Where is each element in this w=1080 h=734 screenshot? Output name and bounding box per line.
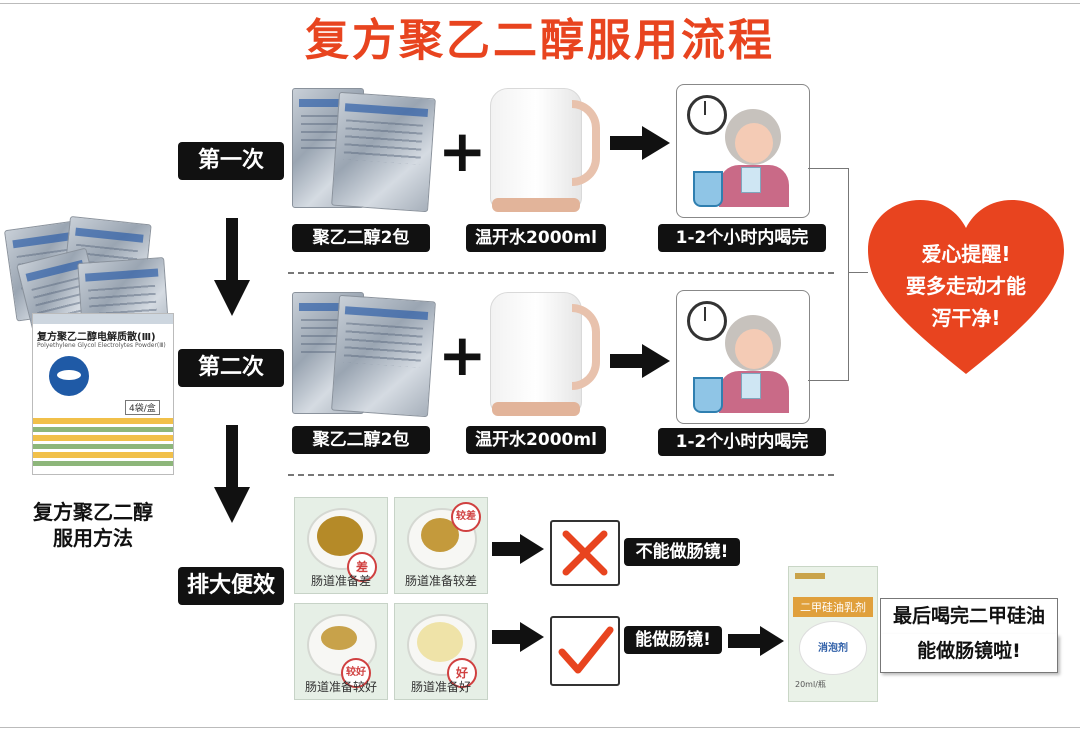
clock-icon	[687, 95, 727, 135]
result-label: 排大便效果	[178, 567, 284, 636]
rating-tag: 较好	[341, 658, 371, 688]
medicine-box: 复方聚乙二醇电解质散(Ⅲ) Polyethylene Glycol Electr…	[32, 313, 174, 475]
stool-bowl-image: 差 肠道准备差	[294, 497, 388, 594]
cross-mark-box	[550, 520, 620, 586]
verdict-can: 能做肠镜!	[624, 626, 722, 654]
final-note-line1: 最后喝完二甲硅油	[880, 598, 1058, 635]
right-arrow-icon	[728, 626, 784, 656]
water-pitcher-icon	[693, 171, 723, 207]
stool-bowl-image: 较好 肠道准备较好	[294, 603, 388, 700]
right-arrow-icon	[610, 344, 670, 378]
heart-icon	[868, 200, 1064, 374]
water-glass-icon	[741, 373, 761, 399]
bowl-caption: 肠道准备较差	[404, 574, 477, 588]
left-caption-line2: 服用方法	[53, 526, 133, 550]
bowl-caption: 肠道准备较好	[304, 680, 377, 694]
step-2-label: 第二次	[178, 349, 284, 387]
connector-line	[808, 168, 848, 169]
right-arrow-icon	[610, 126, 670, 160]
step-1-time-caption: 1-2个小时内喝完	[658, 224, 826, 252]
kettle-handle	[572, 304, 600, 390]
right-arrow-icon	[492, 534, 544, 564]
kettle-base	[492, 198, 580, 212]
verdict-cannot: 不能做肠镜!	[624, 538, 740, 566]
page-title: 复方聚乙二醇服用流程	[305, 15, 775, 66]
step-1-label: 第一次	[178, 142, 284, 180]
separator-line	[288, 474, 834, 476]
connector-line	[848, 272, 868, 273]
bowl-caption: 肠道准备好	[410, 680, 471, 694]
check-mark-box	[550, 616, 620, 686]
box-label: 复方聚乙二醇电解质散(Ⅲ)	[37, 332, 156, 343]
water-glass-icon	[741, 167, 761, 193]
step-2-time-caption: 1-2个小时内喝完	[658, 428, 826, 456]
down-arrow-icon	[214, 218, 250, 316]
plus-icon: +	[438, 321, 487, 389]
connector-line	[848, 168, 849, 381]
bowl-caption: 肠道准备差	[310, 574, 371, 588]
product-volume: 20ml/瓶	[795, 680, 826, 689]
box-sub-label: Polyethylene Glycol Electrolytes Powder(…	[37, 342, 166, 349]
simethicone-product-image: 二甲硅油乳剂 消泡剂 20ml/瓶	[788, 566, 878, 702]
down-arrow-icon	[214, 425, 250, 523]
box-stripes	[33, 418, 173, 466]
check-icon	[558, 626, 614, 674]
rating-tag: 好	[447, 658, 477, 688]
left-caption-line1: 复方聚乙二醇	[33, 500, 153, 524]
bottom-border	[0, 727, 1080, 728]
step-2-packet-caption: 聚乙二醇2包	[292, 426, 430, 454]
separator-line	[288, 272, 834, 274]
connector-line	[808, 380, 848, 381]
heart-text-line1: 爱心提醒!	[921, 242, 1011, 266]
rating-tag: 较差	[451, 502, 481, 532]
cross-icon	[562, 530, 608, 576]
product-box-illustration: 复方聚乙二醇电解质散(Ⅲ) Polyethylene Glycol Electr…	[3, 215, 174, 475]
heart-text-line2: 要多走动才能	[906, 274, 1026, 298]
stool-bowl-image: 好 肠道准备好	[394, 603, 488, 700]
stool-bowl-image: 较差 肠道准备较差	[394, 497, 488, 594]
kettle-icon	[490, 88, 582, 210]
product-sub: 消泡剂	[818, 643, 848, 654]
drinking-illustration	[676, 290, 810, 424]
plus-icon: +	[438, 117, 487, 185]
rating-tag: 差	[347, 552, 377, 582]
product-name: 二甲硅油乳剂	[793, 597, 873, 617]
drinking-illustration	[676, 84, 810, 218]
right-arrow-icon	[492, 622, 544, 652]
clock-icon	[687, 301, 727, 341]
kettle-handle	[572, 100, 600, 186]
step-1-packet-caption: 聚乙二醇2包	[292, 224, 430, 252]
step-1-water-caption: 温开水2000ml	[466, 224, 606, 252]
top-border	[0, 3, 1080, 4]
packet-image	[331, 91, 436, 213]
box-count: 4袋/盒	[125, 400, 160, 415]
step-2-water-caption: 温开水2000ml	[466, 426, 606, 454]
water-pitcher-icon	[693, 377, 723, 413]
packet-image	[331, 294, 436, 418]
kettle-icon	[490, 292, 582, 414]
final-note-line2: 能做肠镜啦!	[880, 634, 1058, 673]
heart-text-line3: 泻干净!	[931, 306, 1001, 330]
kettle-base	[492, 402, 580, 416]
